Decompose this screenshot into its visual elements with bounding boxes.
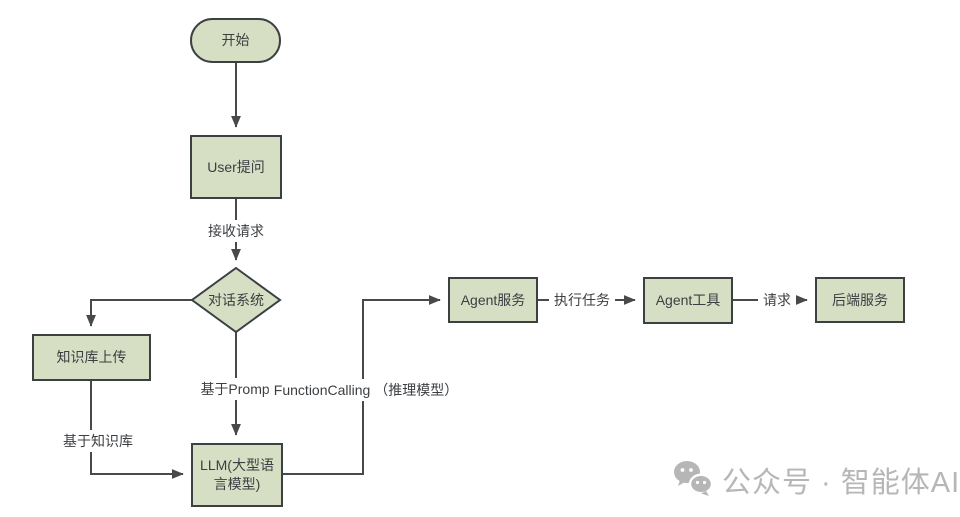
edge-label-execute-task: 执行任务 bbox=[549, 289, 615, 311]
node-user-question-label: User提问 bbox=[207, 158, 265, 175]
edge-label-receive-request: 接收请求 bbox=[203, 220, 269, 242]
edge-label-function-calling: FunctionCalling （推理模型） bbox=[268, 379, 464, 401]
wechat-icon bbox=[674, 461, 714, 496]
edge-kb-upload-to-llm bbox=[90, 381, 184, 479]
node-backend-service: 后端服务 bbox=[815, 277, 905, 323]
node-dialog-system-label: 对话系统 bbox=[208, 292, 264, 308]
node-agent-tool-label: Agent工具 bbox=[655, 292, 721, 309]
node-start-label: 开始 bbox=[221, 32, 250, 49]
edge-label-based-on-prompt: 基于Prompt bbox=[195, 378, 279, 400]
node-kb-upload-label: 知识库上传 bbox=[56, 349, 127, 366]
edge-label-based-on-kb: 基于知识库 bbox=[58, 430, 138, 452]
watermark: 公众号 · 智能体AI bbox=[672, 456, 959, 504]
node-kb-upload: 知识库上传 bbox=[32, 334, 151, 381]
node-llm: LLM(大型语言模型) bbox=[191, 443, 283, 507]
edge-dialog-to-kb-upload bbox=[86, 299, 192, 327]
node-user-question: User提问 bbox=[190, 135, 282, 199]
node-start: 开始 bbox=[190, 18, 281, 63]
node-dialog-system: 对话系统 bbox=[192, 268, 280, 332]
edge-label-request: 请求 bbox=[758, 289, 796, 311]
node-backend-service-label: 后端服务 bbox=[832, 291, 888, 308]
node-agent-service: Agent服务 bbox=[448, 277, 538, 323]
node-agent-service-label: Agent服务 bbox=[460, 291, 526, 308]
node-llm-label: LLM(大型语言模型) bbox=[200, 457, 274, 492]
node-agent-tool: Agent工具 bbox=[643, 277, 733, 324]
watermark-text: 公众号 · 智能体AI bbox=[722, 467, 960, 499]
